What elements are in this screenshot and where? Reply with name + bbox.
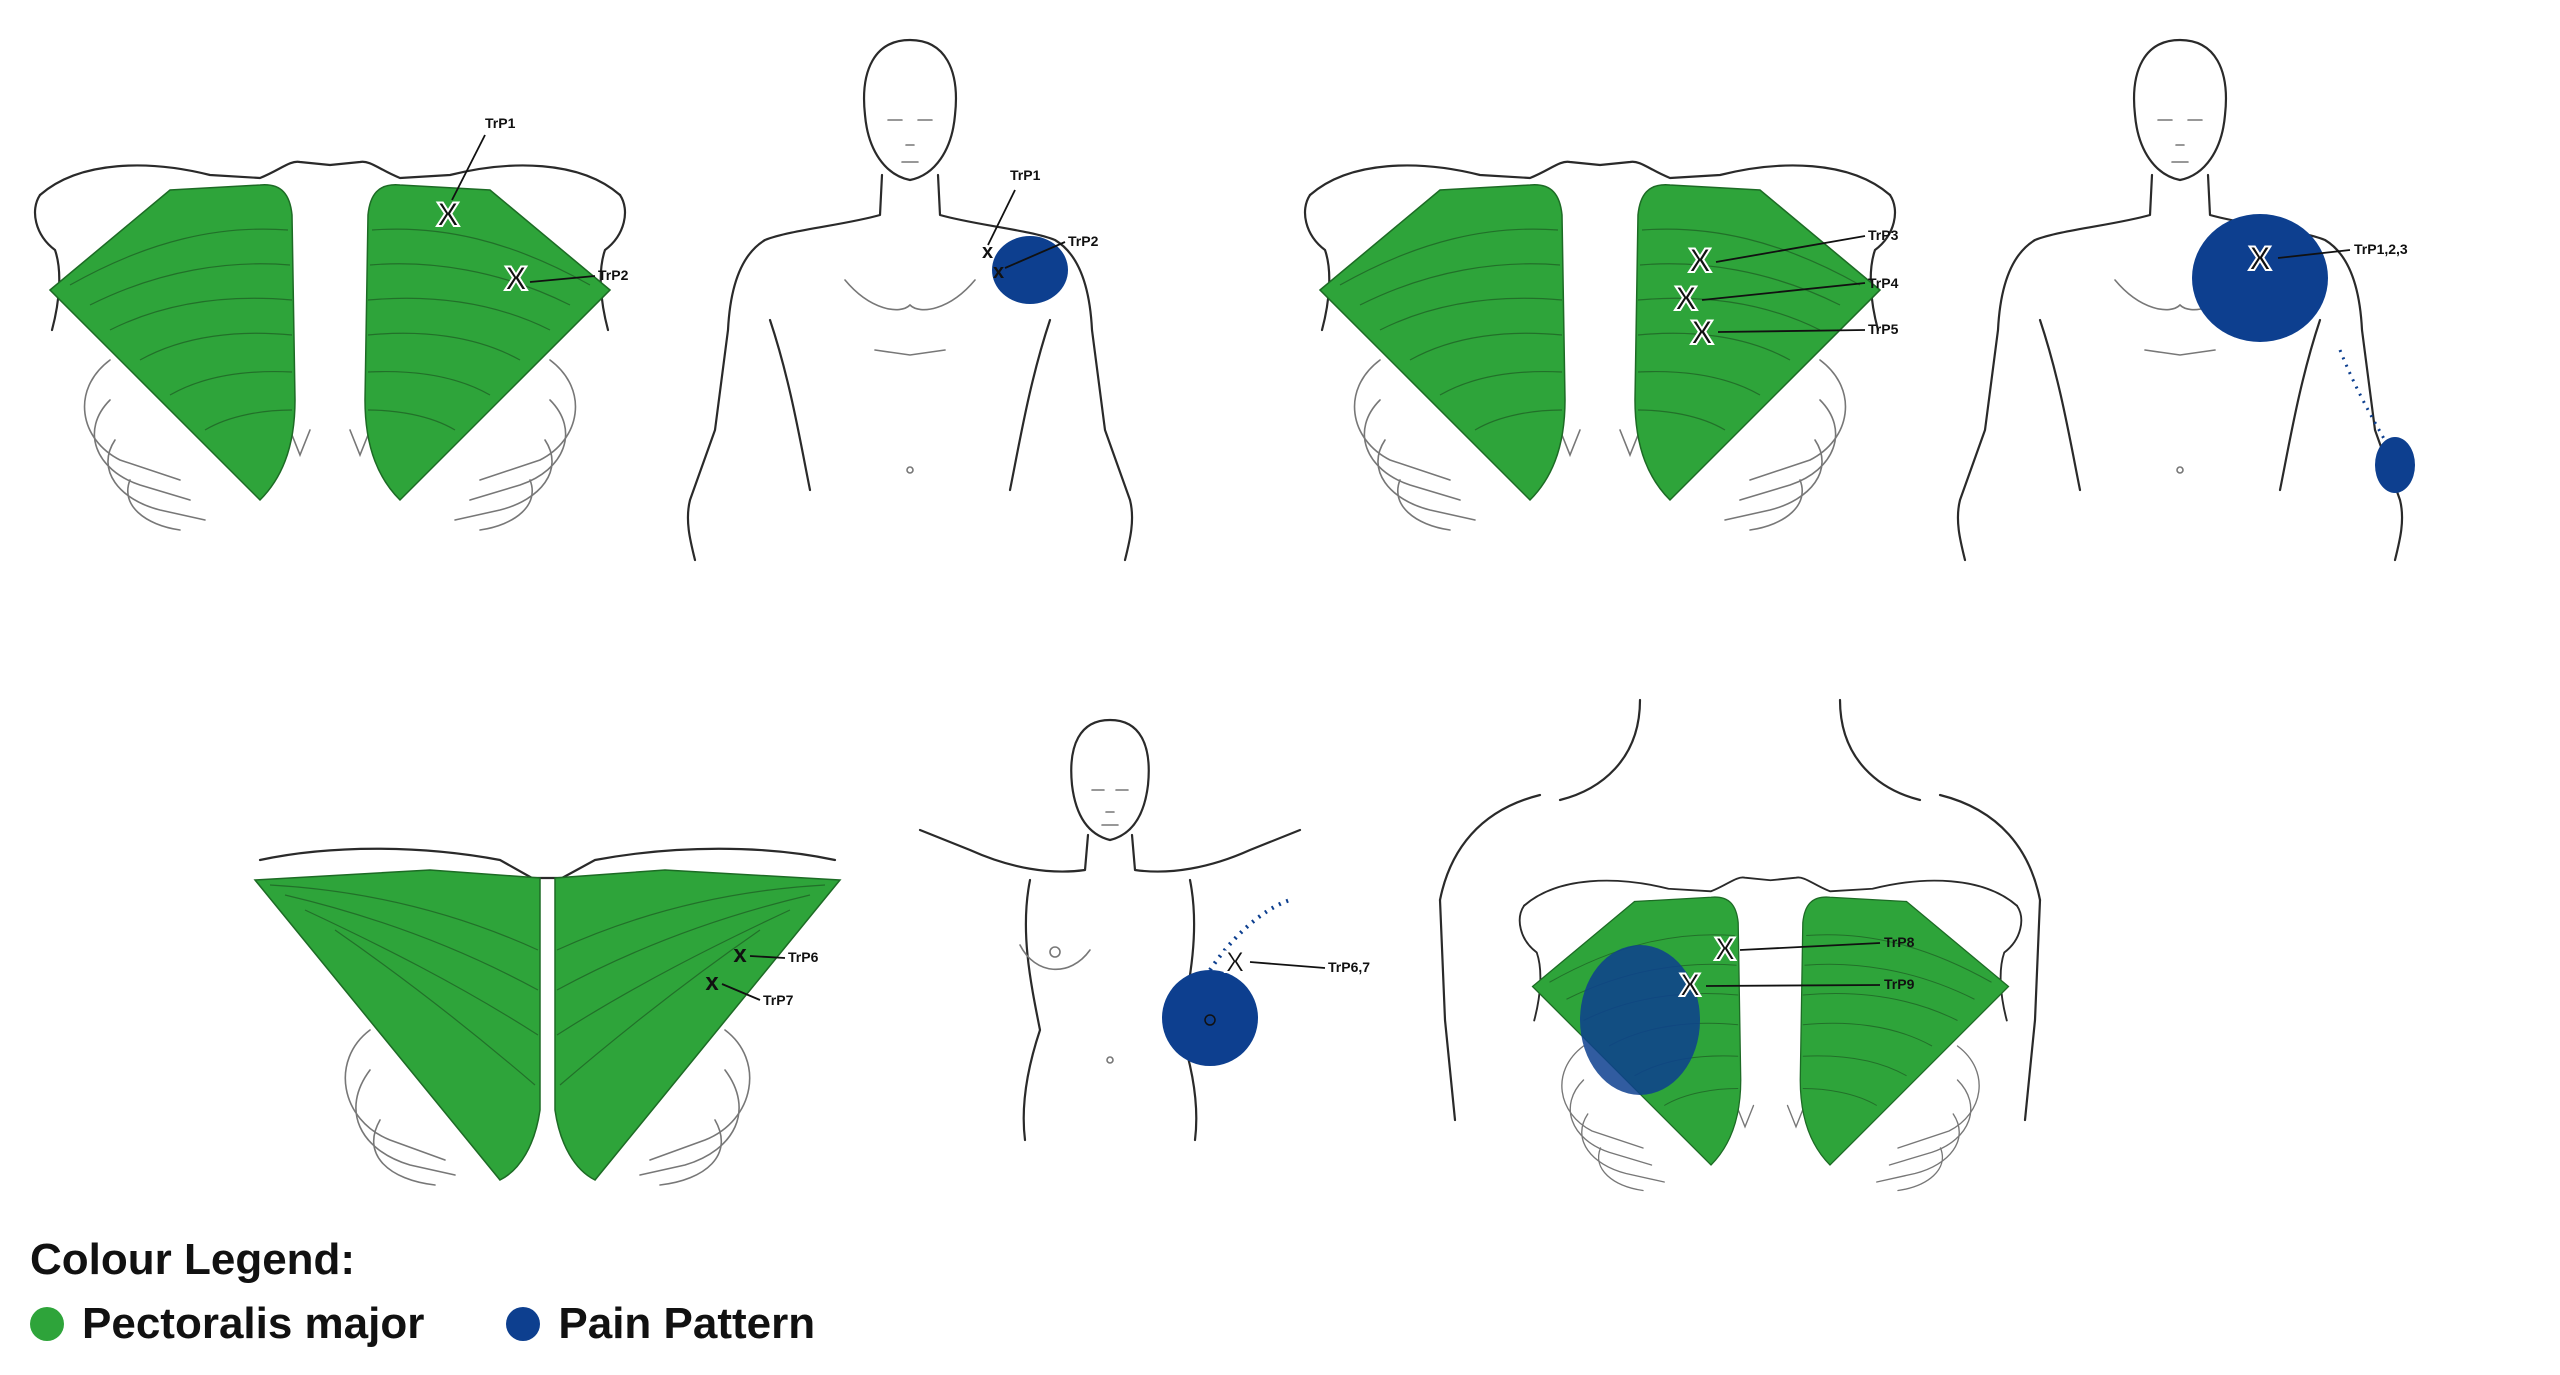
blue-dot-icon [506, 1307, 541, 1341]
green-dot-icon [30, 1307, 64, 1341]
label-trp2: TrP2 [1068, 233, 1099, 249]
svg-text:X: X [1225, 946, 1245, 979]
label-trp9: TrP9 [1884, 976, 1915, 992]
svg-text:X: X [1679, 967, 1701, 1003]
trigger-point-marker: X X [436, 195, 529, 299]
colour-legend: Colour Legend: Pectoralis major Pain Pat… [30, 1235, 897, 1349]
svg-text:x: x [993, 261, 1004, 283]
legend-items: Pectoralis major Pain Pattern [30, 1299, 897, 1349]
panel-6-female-pain-trp67: X TrP6,7 [918, 718, 1370, 1142]
label-trp67: TrP6,7 [1328, 959, 1370, 975]
label-trp1: TrP1 [1010, 167, 1041, 183]
svg-text:X: X [1675, 280, 1698, 318]
pain-pattern [1162, 970, 1258, 1066]
label-trp4: TrP4 [1868, 275, 1899, 291]
svg-text:x: x [733, 941, 747, 968]
pain-pattern [1580, 945, 1700, 1095]
label-trp6: TrP6 [788, 949, 819, 965]
label-trp7: TrP7 [763, 992, 794, 1008]
pain-pattern [992, 236, 1068, 304]
svg-text:X: X [1691, 314, 1714, 352]
panel-7-chest-trp8-9: X X TrP8 TrP9 [1438, 698, 2042, 1192]
label-trp5: TrP5 [1868, 321, 1899, 337]
legend-label: Pectoralis major [82, 1299, 425, 1348]
panel-4-body-pain-trp123: X TrP1,2,3 [1956, 38, 2415, 562]
label-trp1: TrP1 [485, 115, 516, 131]
legend-item-pain: Pain Pattern [506, 1299, 815, 1349]
svg-text:X: X [1714, 931, 1736, 967]
svg-text:x: x [705, 969, 719, 996]
label-trp3: TrP3 [1868, 227, 1899, 243]
panel-2-body-pain-trp1-trp2: x x TrP1 TrP2 [686, 38, 1134, 562]
legend-title: Colour Legend: [30, 1235, 356, 1284]
legend-item-pectoralis: Pectoralis major [30, 1299, 424, 1349]
pain-pattern-arm [2375, 437, 2415, 493]
pain-pattern [2192, 214, 2328, 342]
panel-1-chest-trp1-trp2: X X TrP1 TrP2 [33, 115, 629, 532]
svg-text:X: X [1689, 242, 1712, 280]
svg-text:X: X [437, 196, 460, 234]
panel-5-chest-trp6-7: x x TrP6 TrP7 [253, 847, 842, 1187]
label-trp8: TrP8 [1884, 934, 1915, 950]
panel-3-chest-trp3-5: X X X TrP3 TrP4 TrP5 [1303, 160, 1899, 532]
label-trp2: TrP2 [598, 267, 629, 283]
svg-text:X: X [2249, 240, 2272, 278]
label-trp123: TrP1,2,3 [2354, 241, 2408, 257]
svg-text:X: X [505, 260, 528, 298]
svg-text:x: x [982, 241, 993, 263]
legend-label: Pain Pattern [558, 1299, 816, 1348]
